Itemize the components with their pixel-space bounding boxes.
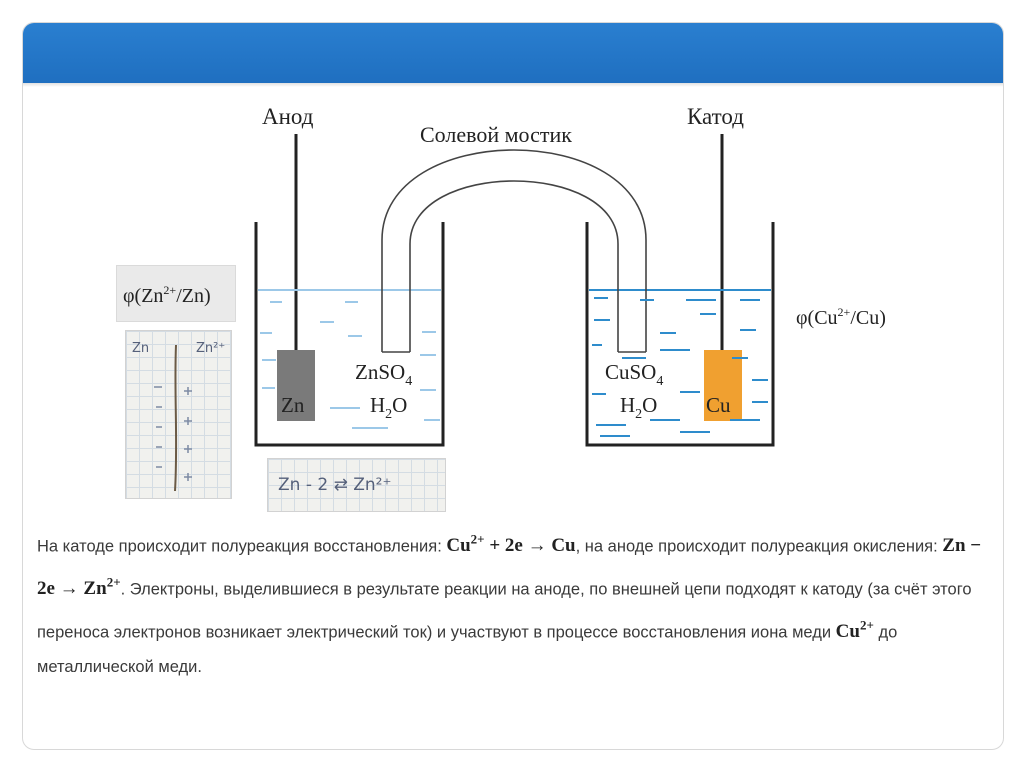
salt-bridge-outer	[381, 149, 647, 352]
equation-copper-ion: Cu2+	[835, 617, 874, 642]
right-beaker	[585, 222, 775, 447]
handwritten-notes-photo: Zn Zn²⁺	[125, 330, 232, 499]
equation-anode: Zn − 2e → Zn2+	[37, 535, 982, 600]
copper-potential-label: φ(Cu2+/Cu)	[796, 305, 886, 329]
notebook-grid	[126, 331, 231, 498]
cathode-label: Катод	[687, 104, 744, 129]
copper-electrode	[704, 350, 742, 421]
left-water-formula: H2O	[370, 393, 407, 422]
left-solution-formula: ZnSO4	[355, 360, 412, 389]
anode-label: Анод	[262, 104, 314, 129]
zinc-potential-note: φ(Zn2+/Zn)	[116, 265, 236, 322]
handwritten-equation-photo: Zn - 2 ⇄ Zn²⁺	[267, 458, 446, 512]
header-band	[23, 23, 1003, 83]
header-shadow	[23, 83, 1003, 87]
salt-bridge-label: Солевой мостик	[420, 122, 572, 147]
zinc-potential-label: φ(Zn2+/Zn)	[123, 283, 211, 307]
equation-cathode: Cu2+ + 2e → Cu	[446, 532, 576, 557]
handwritten-column-right: Zn²⁺	[196, 341, 226, 356]
text-segment: до металлической меди.	[37, 622, 898, 677]
zinc-electrode-label: Zn	[281, 393, 305, 417]
text-segment: , на аноде происходит полуреакция окисле…	[575, 537, 943, 556]
salt-bridge-inner	[409, 180, 619, 352]
left-beaker	[254, 222, 445, 447]
left-solution-ions	[260, 301, 440, 429]
explanation-paragraph: На катоде происходит полуреакция восстан…	[37, 522, 987, 686]
text-segment: На катоде происходит полуреакция восстан…	[37, 537, 447, 556]
right-solution-formula: CuSO4	[605, 360, 663, 389]
notebook-grid	[268, 459, 445, 511]
text-segment: . Электроны, выделившиеся в результате р…	[37, 580, 972, 641]
zinc-electrode	[277, 350, 315, 421]
handwritten-column-left: Zn	[132, 341, 150, 356]
handwritten-scale	[154, 344, 192, 492]
right-water-formula: H2O	[620, 393, 657, 422]
copper-electrode-label: Cu	[706, 393, 731, 417]
right-solution-ions	[592, 297, 768, 437]
handwritten-equation: Zn - 2 ⇄ Zn²⁺	[278, 475, 392, 495]
